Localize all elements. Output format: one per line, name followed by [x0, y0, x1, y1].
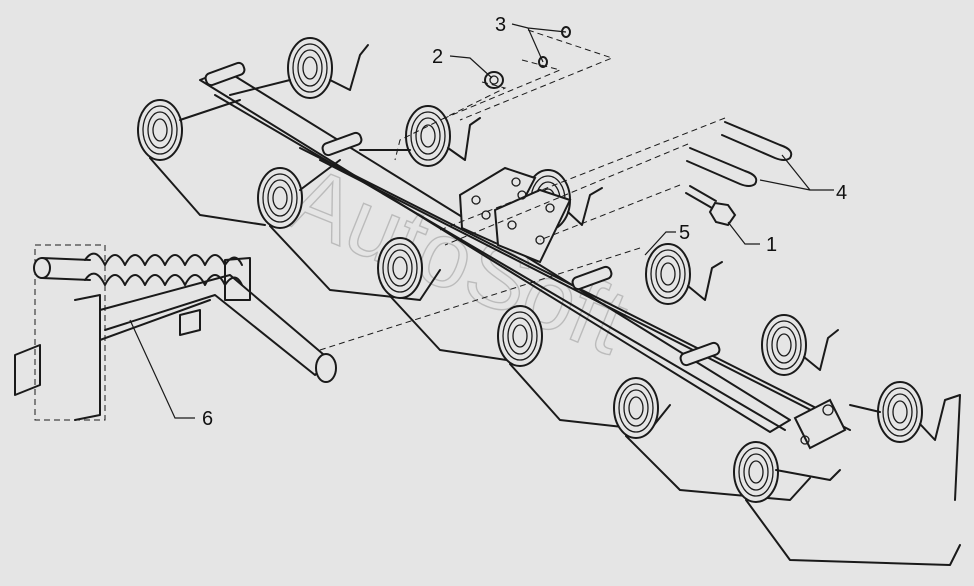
- callout-leaders: [129, 23, 834, 419]
- spring-tines: [137, 37, 961, 566]
- torsion-spring: [33, 252, 243, 286]
- callout-labels: 1 2 3 4 5 6: [202, 14, 847, 430]
- bolt: [685, 185, 737, 227]
- spring-tine: [849, 381, 961, 501]
- callout-4: 4: [836, 182, 847, 204]
- assembly-lines: [319, 29, 726, 351]
- callout-6: 6: [202, 408, 213, 430]
- callout-3: 3: [495, 14, 506, 36]
- spring-tine: [733, 441, 961, 566]
- mounting-bracket: [458, 166, 572, 264]
- spring-tine: [359, 105, 481, 167]
- spring-tine: [613, 377, 811, 501]
- end-clamp: [793, 398, 847, 450]
- u-bolts: [686, 121, 793, 187]
- washers: [538, 26, 571, 68]
- spring-tine: [229, 37, 369, 99]
- spring-tine: [497, 305, 671, 431]
- spring-tine: [257, 159, 441, 301]
- watermark-text: AutoSoft: [276, 147, 641, 374]
- spring-tine: [761, 314, 839, 376]
- spring-tine: [137, 99, 266, 226]
- spring-tine: [645, 243, 723, 305]
- frame-assembly: [14, 244, 337, 421]
- spring-tine: [525, 169, 603, 231]
- tine-clips: [204, 61, 721, 367]
- callout-1: 1: [766, 234, 777, 256]
- callout-5: 5: [679, 222, 690, 244]
- callout-2: 2: [432, 46, 443, 68]
